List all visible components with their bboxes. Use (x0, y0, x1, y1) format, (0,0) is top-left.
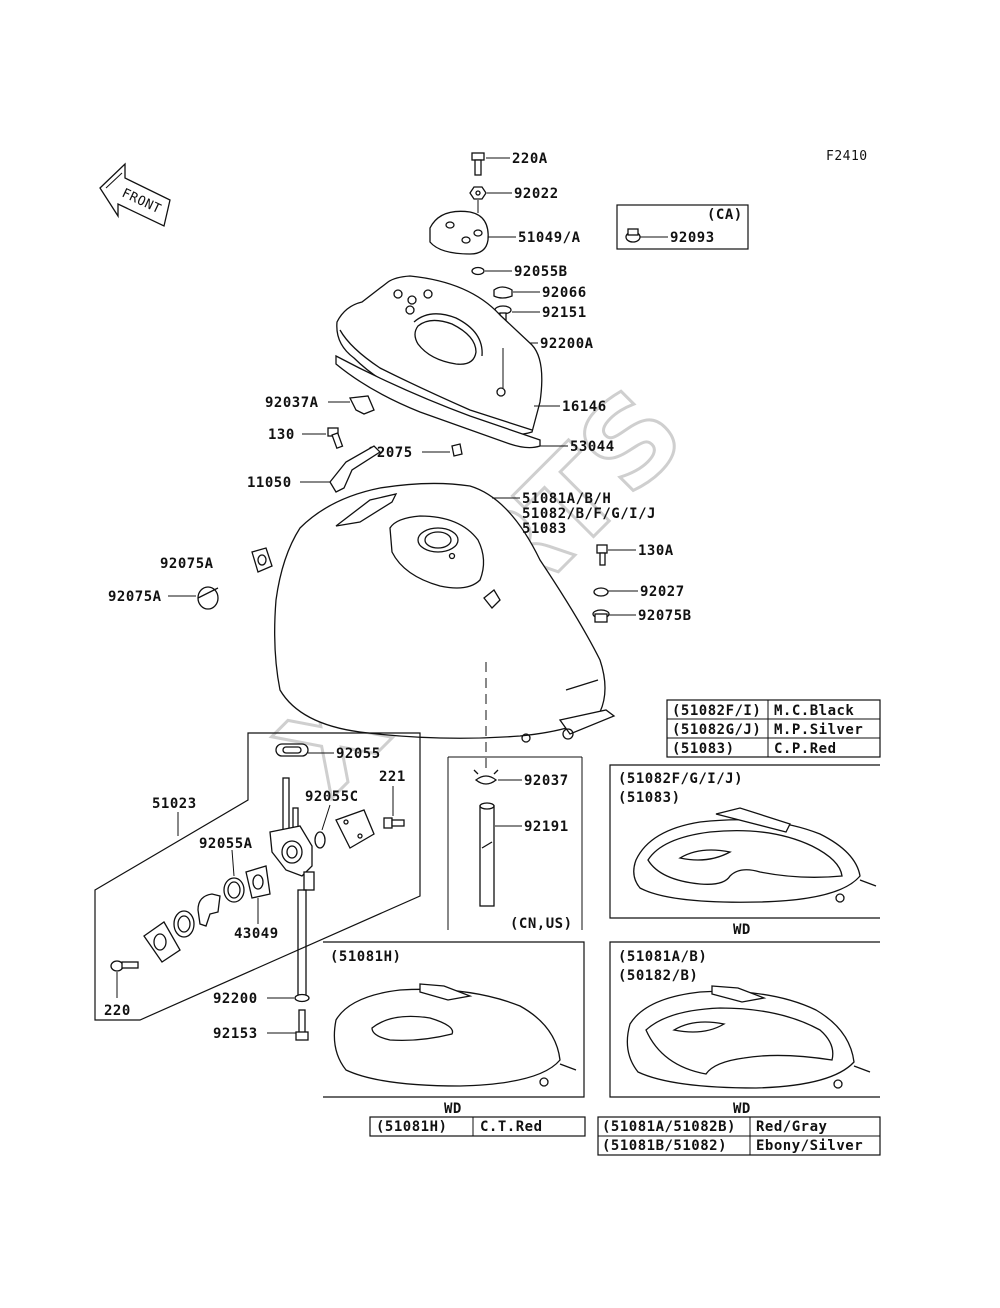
variant-tr-line2: (51083) (618, 790, 681, 806)
variant-br-line1: (51081A/B) (618, 949, 707, 965)
fuel-cock-icon (269, 777, 315, 1001)
diagram-id: F2410 (826, 149, 868, 164)
damper-92075-icon (451, 443, 463, 457)
fuel-tank-51081 (274, 482, 616, 743)
label-92037: 92037 (524, 773, 569, 789)
nut-92022-icon (469, 186, 487, 200)
washer-92055b-icon (471, 266, 485, 276)
cn-us-label: (CN,US) (510, 916, 573, 932)
label-92200: 92200 (213, 991, 258, 1007)
label-51049: 51049/A (518, 230, 581, 246)
table-left-color-1: C.T.Red (480, 1119, 543, 1135)
label-92055c: 92055C (305, 789, 359, 805)
table-right-code-2: (51081B/51082) (602, 1138, 727, 1154)
label-92075a-upper: 92075A (160, 556, 214, 572)
variant-br-caption: WD (733, 1101, 751, 1117)
table-left-code-1: (51081H) (376, 1119, 447, 1135)
variant-panel-top-right: (51082F/G/I/J) (51083) WD (609, 764, 880, 938)
lever-icon (197, 893, 221, 927)
bolt-92153-icon (295, 1009, 309, 1041)
label-130a: 130A (638, 543, 674, 559)
table-top-color-1: M.C.Black (774, 703, 854, 719)
damper-92075a-lower-icon (197, 586, 219, 610)
label-92075b: 92075B (638, 608, 692, 624)
damper-92075a-upper-icon (251, 547, 273, 573)
cap-nut-icon (625, 228, 641, 243)
damper-92075b-icon (592, 609, 610, 623)
label-51023: 51023 (152, 796, 197, 812)
label-92075a-lower: 92075A (108, 589, 162, 605)
label-11050: 11050 (247, 475, 292, 491)
washer-92200-icon (294, 993, 310, 1003)
screw-220-icon (110, 960, 139, 972)
table-right-code-1: (51081A/51082B) (602, 1119, 736, 1135)
label-16146: 16146 (562, 399, 607, 415)
oring-92055a-icon (223, 877, 245, 903)
label-51081-a: 51081A/B/H (522, 491, 611, 507)
gasket-92055-icon (275, 743, 309, 757)
lever-cover-icon (143, 921, 181, 963)
bolt-130a-icon (596, 544, 608, 566)
label-51081-b: 51082/B/F/G/I/J (522, 506, 656, 522)
variant-panel-bottom-left: (51081H) WD (323, 941, 585, 1117)
label-92022: 92022 (514, 186, 559, 202)
label-92191: 92191 (524, 819, 569, 835)
label-92200a: 92200A (540, 336, 594, 352)
variant-bl-line1: (51081H) (330, 949, 401, 965)
variant-br-line2: (50182/B) (618, 968, 698, 984)
table-top-color-3: C.P.Red (774, 741, 837, 757)
color-table-left: (51081H) C.T.Red (369, 1116, 586, 1137)
diaphragm-icon (173, 910, 195, 938)
label-92037a: 92037A (265, 395, 319, 411)
variant-bl-caption: WD (444, 1101, 462, 1117)
cap-92066-icon (493, 286, 513, 299)
label-220a: 220A (512, 151, 548, 167)
ca-box-part: 92093 (670, 230, 715, 246)
bolt-130-icon (327, 427, 344, 450)
variant-panel-bottom-right: (51081A/B) (50182/B) WD (609, 941, 880, 1117)
label-92153: 92153 (213, 1026, 258, 1042)
oring-92055c-icon (314, 831, 326, 849)
bracket-11050-icon (329, 445, 382, 493)
label-220: 220 (104, 1003, 131, 1019)
tank-console-16146 (336, 275, 543, 436)
table-top-code-1: (51082F/I) (672, 703, 761, 719)
label-92075: 92075 (368, 445, 413, 461)
label-221: 221 (379, 769, 406, 785)
label-92151: 92151 (542, 305, 587, 321)
clamp-92037-icon (473, 769, 499, 785)
label-92055b: 92055B (514, 264, 568, 280)
cock-cover-icon (335, 809, 375, 849)
cover-plate-51049-icon (429, 210, 489, 255)
table-right-color-2: Ebony/Silver (756, 1138, 863, 1154)
ca-box-header: (CA) (707, 207, 743, 223)
label-53044: 53044 (570, 439, 615, 455)
label-92055: 92055 (336, 746, 381, 762)
label-43049: 43049 (234, 926, 279, 942)
variant-tr-caption: WD (733, 922, 751, 938)
label-51081-c: 51083 (522, 521, 567, 537)
table-top-code-2: (51082G/J) (672, 722, 761, 738)
table-top-code-3: (51083) (672, 741, 735, 757)
screw-221-icon (383, 817, 405, 829)
color-table-right: (51081A/51082B) Red/Gray (51081B/51082) … (597, 1116, 881, 1156)
table-top-color-2: M.P.Silver (774, 722, 863, 738)
variant-tr-line1: (51082F/G/I/J) (618, 771, 743, 787)
filter-43049-icon (245, 865, 271, 899)
color-table-top: (51082F/I) M.C.Black (51082G/J) M.P.Silv… (666, 699, 881, 758)
trim-53044 (335, 354, 541, 449)
bolt-220a-icon (471, 152, 485, 176)
washer-92027-icon (593, 587, 609, 597)
label-92027: 92027 (640, 584, 685, 600)
front-arrow-icon: FRONT (99, 162, 171, 227)
label-92066: 92066 (542, 285, 587, 301)
table-right-color-1: Red/Gray (756, 1119, 828, 1135)
ca-box (616, 204, 749, 250)
label-130: 130 (268, 427, 295, 443)
label-92055a: 92055A (199, 836, 253, 852)
clip-92037a-icon (349, 395, 375, 415)
hose-92191-icon (479, 802, 495, 907)
fuel-cock-assembly-box (94, 732, 421, 1021)
